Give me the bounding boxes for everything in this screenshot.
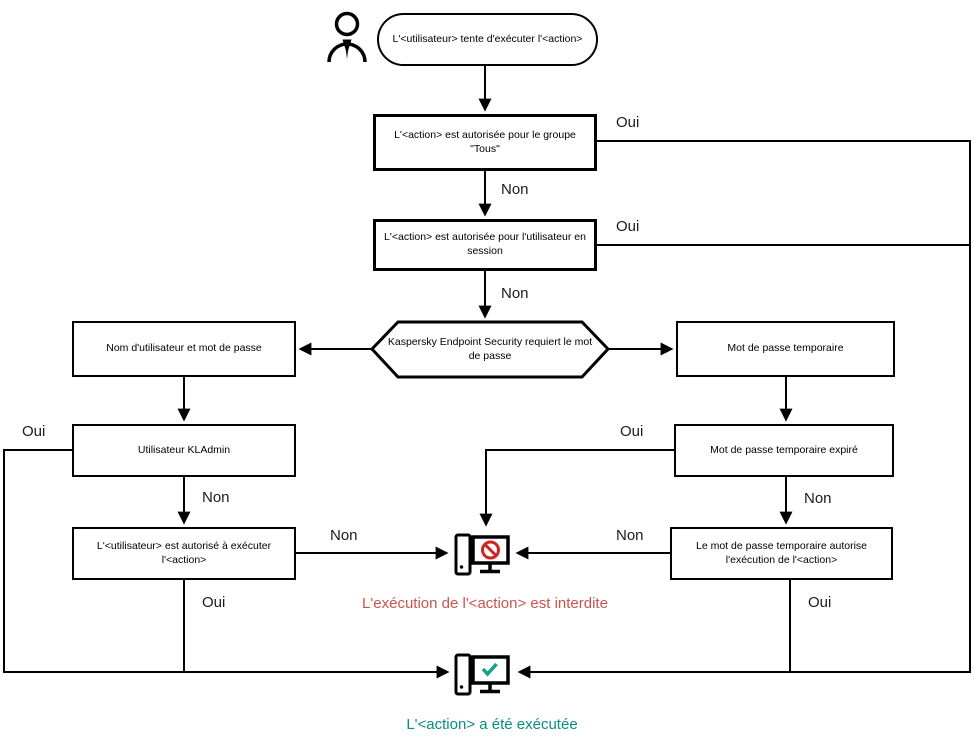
edge-label-oui-temp-authorizes: Oui bbox=[808, 594, 832, 611]
edge-label-oui-session-user: Oui bbox=[616, 218, 640, 235]
node-kladmin-user: Utilisateur KLAdmin bbox=[72, 424, 296, 477]
edge-expired-oui bbox=[479, 449, 674, 527]
node-user-authorized: L'<utilisateur> est autorisé à exécuter … bbox=[72, 527, 296, 580]
edge-label-oui-user-authorized: Oui bbox=[202, 594, 226, 611]
node-temp-password-expired: Mot de passe temporaire expiré bbox=[674, 424, 894, 477]
edge-groupall-oui bbox=[517, 140, 971, 679]
edge-label-oui-temp-expired: Oui bbox=[620, 423, 644, 440]
outcome-executed-text: L'<action> a été exécutée bbox=[406, 716, 578, 733]
decision-hexagon bbox=[369, 320, 611, 379]
edge-label-non-session-user: Non bbox=[501, 285, 529, 302]
node-temp-password-authorizes: Le mot de passe temporaire autorise l'ex… bbox=[670, 527, 893, 580]
edge-label-non-temp-expired: Non bbox=[804, 490, 832, 507]
edge-label-oui-group-all: Oui bbox=[616, 114, 640, 131]
edge-kladmin-oui bbox=[3, 449, 450, 679]
edge-label-non-user-authorized: Non bbox=[330, 527, 358, 544]
edge-label-non-temp-authorizes: Non bbox=[616, 527, 644, 544]
success-computer-icon bbox=[454, 653, 510, 696]
forbidden-computer-icon bbox=[454, 533, 510, 576]
edge-label-non-kladmin: Non bbox=[202, 489, 230, 506]
node-action-allowed-group-all: L'<action> est autorisée pour le groupe … bbox=[373, 114, 597, 171]
node-start: L'<utilisateur> tente d'exécuter l'<acti… bbox=[377, 13, 598, 66]
node-temp-password: Mot de passe temporaire bbox=[676, 321, 895, 377]
node-password-required: Kaspersky Endpoint Security requiert le … bbox=[387, 335, 593, 362]
edge-label-non-group-all: Non bbox=[501, 181, 529, 198]
outcome-forbidden-text: L'exécution de l'<action> est interdite bbox=[362, 595, 608, 612]
node-username-password: Nom d'utilisateur et mot de passe bbox=[72, 321, 296, 377]
node-action-allowed-session-user: L'<action> est autorisée pour l'utilisat… bbox=[373, 219, 597, 271]
user-icon bbox=[327, 11, 367, 63]
edge-label-oui-kladmin: Oui bbox=[22, 423, 46, 440]
